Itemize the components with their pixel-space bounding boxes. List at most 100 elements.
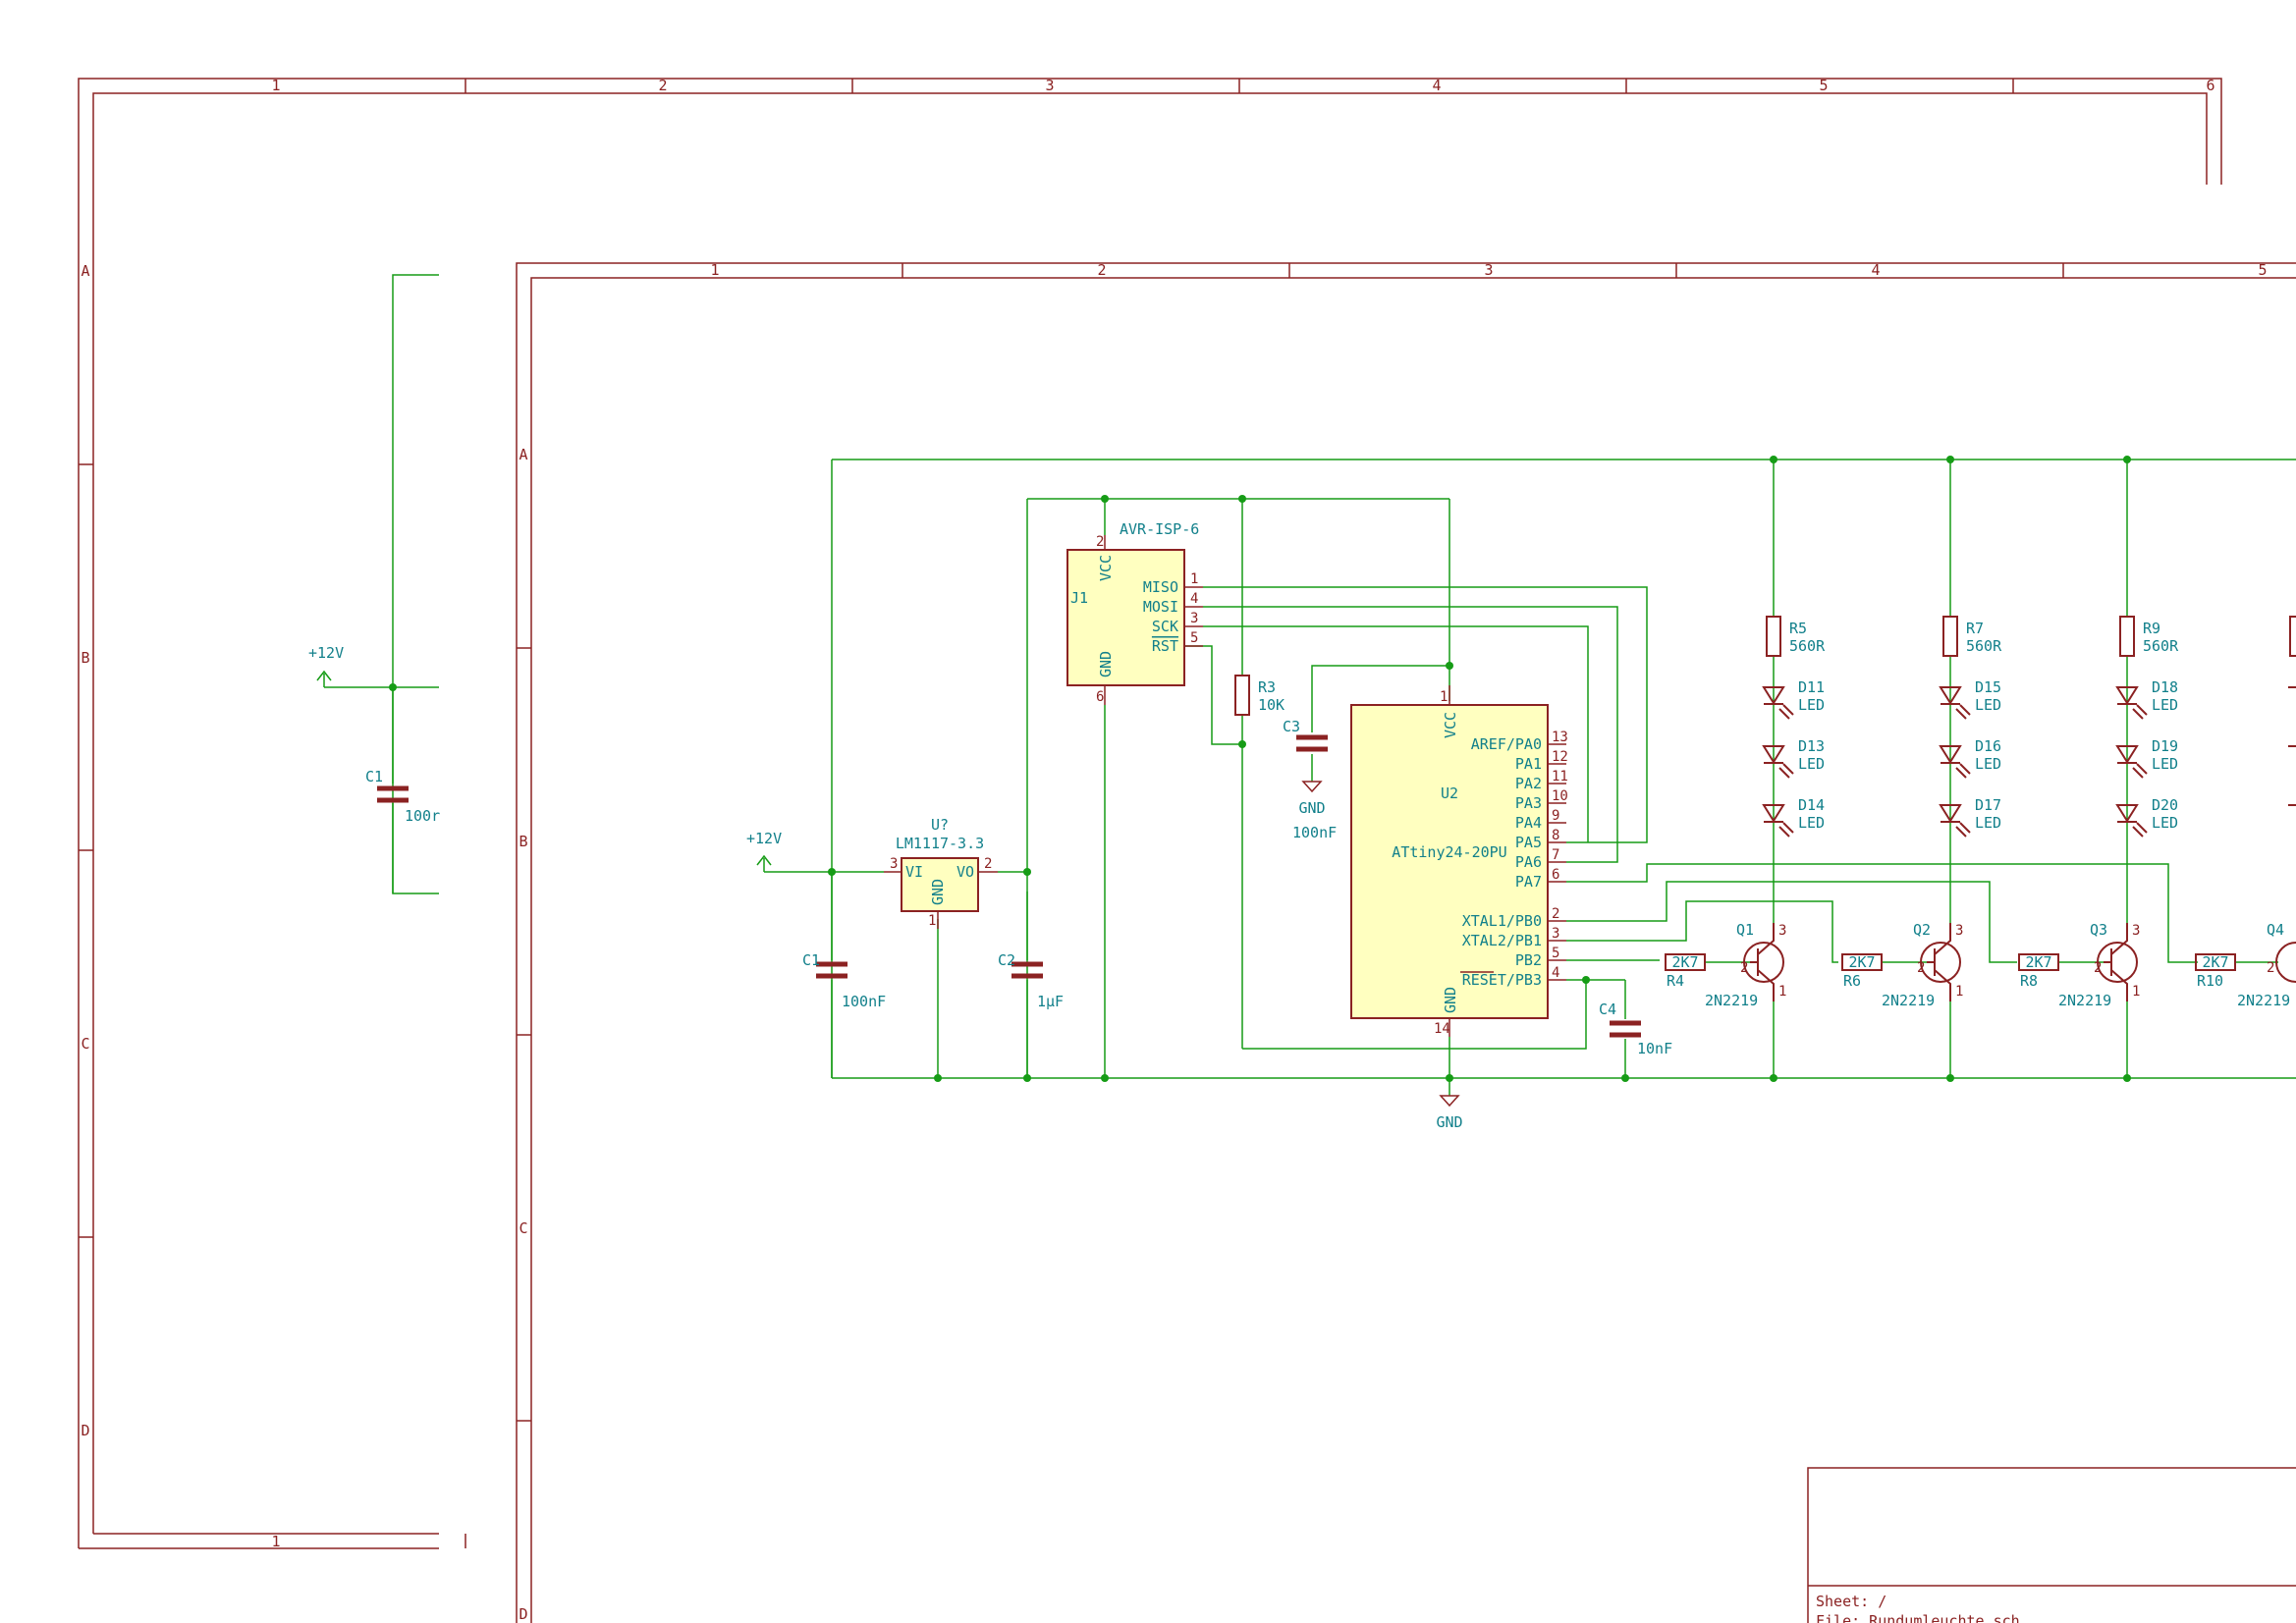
q-pin-num: 1 xyxy=(1955,984,1963,1000)
isp-pin-rst: RST xyxy=(1152,637,1178,655)
q-pin-num: 2 xyxy=(2267,960,2274,976)
q-value: 2N2219 xyxy=(1705,992,1758,1009)
transistor-q1: 2K7 R4 2 3 1 Q1 2N2219 xyxy=(1665,921,1786,1009)
q-value: 2N2219 xyxy=(2237,992,2290,1009)
isp-value: AVR-ISP-6 xyxy=(1120,520,1199,538)
capacitor-c3: C3 100nF xyxy=(1283,718,1337,841)
base-res-ref: R8 xyxy=(2020,972,2038,990)
voltage-regulator: VI VO GND 3 2 1 U? LM1117-3.3 xyxy=(884,816,998,929)
q-pin-num: 2 xyxy=(2094,960,2102,976)
microcontroller: AREF/PA0 PA1 PA2 PA3 PA4 PA5 PA6 PA7 XTA… xyxy=(1350,685,1568,1037)
cap-ref: C3 xyxy=(1283,718,1300,735)
led-res-ref: R9 xyxy=(2143,620,2160,637)
led-res-value: 560R xyxy=(2143,637,2179,655)
inner-sheet: 1 2 3 4 5 A B C D Sheet: / File: Runduml… xyxy=(516,261,2296,1623)
isp-ref: J1 xyxy=(1070,589,1088,607)
q-pin-num: 2 xyxy=(1740,960,1748,976)
cap-ref: C2 xyxy=(998,951,1015,969)
mcu-pin-num: 14 xyxy=(1434,1021,1450,1037)
title-sheet: Sheet: / xyxy=(1816,1593,1886,1610)
outer-col-label: 1 xyxy=(271,77,280,94)
gnd-symbol-mcu: GND xyxy=(1436,1095,1463,1131)
inner-row-ticks xyxy=(517,647,531,1422)
inner-col-label: 5 xyxy=(2258,261,2267,279)
mcu-pin-name: PA5 xyxy=(1515,834,1542,851)
title-file: File: Rundumleuchte.sch xyxy=(1816,1612,2020,1623)
mcu-pin-name: PA2 xyxy=(1515,775,1542,792)
wires xyxy=(764,459,2296,1096)
led-value: LED xyxy=(1975,814,2001,832)
reg-pin-vo: VO xyxy=(957,863,974,881)
mcu-value: ATtiny24-20PU xyxy=(1392,843,1506,861)
mcu-pin-num: 2 xyxy=(1552,906,1559,922)
mcu-pin-num: 9 xyxy=(1552,808,1559,824)
led-value: LED xyxy=(2152,814,2178,832)
mcu-pin-num: 12 xyxy=(1552,749,1568,765)
led-ref: D20 xyxy=(2152,796,2178,814)
mcu-pin-name: PA4 xyxy=(1515,814,1542,832)
inner-column-ticks xyxy=(902,263,2064,278)
vcc-label: +12V xyxy=(746,830,782,847)
led-value: LED xyxy=(1798,755,1825,773)
outer-col-label: 6 xyxy=(2206,77,2214,94)
mcu-pin-vcc: VCC xyxy=(1442,712,1459,738)
isp-pin-sck: SCK xyxy=(1152,618,1178,635)
q-pin-num: 3 xyxy=(1955,923,1963,939)
mcu-pin-stubs xyxy=(1548,743,1566,981)
isp-pin-mosi: MOSI xyxy=(1143,598,1178,616)
led-res-ref: R5 xyxy=(1789,620,1807,637)
mcu-pin-num: 8 xyxy=(1552,828,1559,843)
base-res-ref: R6 xyxy=(1843,972,1861,990)
transistor-q2: 2K7 R6 2 3 1 Q2 2N2219 xyxy=(1841,921,1963,1009)
isp-pin-num: 1 xyxy=(1190,571,1198,587)
gnd-label: GND xyxy=(1298,799,1325,817)
outer-row-label: C xyxy=(81,1035,89,1053)
outer-cap-ref: C1 xyxy=(365,768,383,785)
outer-row-label: D xyxy=(81,1422,89,1439)
mcu-pin-num: 1 xyxy=(1440,689,1448,705)
gnd-label: GND xyxy=(1436,1113,1462,1131)
outer-power-label: +12V xyxy=(308,644,344,662)
capacitor-c4: C4 10nF xyxy=(1599,1001,1672,1057)
q-pin-num: 1 xyxy=(2132,984,2140,1000)
q-ref: Q4 xyxy=(2267,921,2284,939)
outer-col-label: 3 xyxy=(1045,77,1054,94)
mcu-pin-name: PA1 xyxy=(1515,755,1542,773)
mcu-pin-name: PA7 xyxy=(1515,873,1542,891)
base-res-value: 2K7 xyxy=(1671,953,1698,971)
mcu-pin-name: XTAL1/PB0 xyxy=(1462,912,1542,930)
resistor-r3: R3 10K xyxy=(1234,675,1285,716)
inner-row-label: B xyxy=(519,833,527,850)
mcu-pin-name: AREF/PA0 xyxy=(1471,735,1542,753)
isp-pin-num: 3 xyxy=(1190,611,1198,626)
q-ref: Q2 xyxy=(1913,921,1931,939)
led-value: LED xyxy=(2152,696,2178,714)
isp-pin-gnd: GND xyxy=(1097,651,1115,677)
outer-row-label: B xyxy=(81,649,89,667)
mcu-pin-num: 4 xyxy=(1552,965,1559,981)
r3-ref: R3 xyxy=(1258,678,1276,696)
mcu-pin-name: PB2 xyxy=(1515,951,1542,969)
led-string-3: R9 560R D18 LED D19 LED D20 LED xyxy=(2115,616,2179,838)
base-res-value: 2K7 xyxy=(2202,953,2228,971)
base-res-ref: R10 xyxy=(2197,972,2223,990)
isp-pin-num: 4 xyxy=(1190,591,1198,607)
outer-cap-value: 100r xyxy=(405,807,440,825)
reg-ref: U? xyxy=(931,816,949,834)
transistor-q4: 2K7 R10 2 Q4 2N2219 xyxy=(2195,921,2296,1009)
cap-ref: C1 xyxy=(802,951,820,969)
led-ref: D17 xyxy=(1975,796,2001,814)
led-ref: D15 xyxy=(1975,678,2001,696)
inner-col-label: 2 xyxy=(1097,261,1106,279)
isp-pin-miso: MISO xyxy=(1143,578,1178,596)
isp-connector: MISO MOSI SCK RST 1 4 3 5 VCC GND 2 6 J1… xyxy=(1066,520,1203,705)
inner-col-label: 3 xyxy=(1484,261,1493,279)
q-pin-num: 3 xyxy=(2132,923,2140,939)
led-ref: D13 xyxy=(1798,737,1825,755)
led-res-value: 560R xyxy=(1789,637,1826,655)
led-string-1: R5 560R D11 LED D13 LED D14 LED xyxy=(1762,616,1826,838)
inner-col-label: 4 xyxy=(1871,261,1880,279)
led-res-ref: R7 xyxy=(1966,620,1984,637)
led-ref: D19 xyxy=(2152,737,2178,755)
